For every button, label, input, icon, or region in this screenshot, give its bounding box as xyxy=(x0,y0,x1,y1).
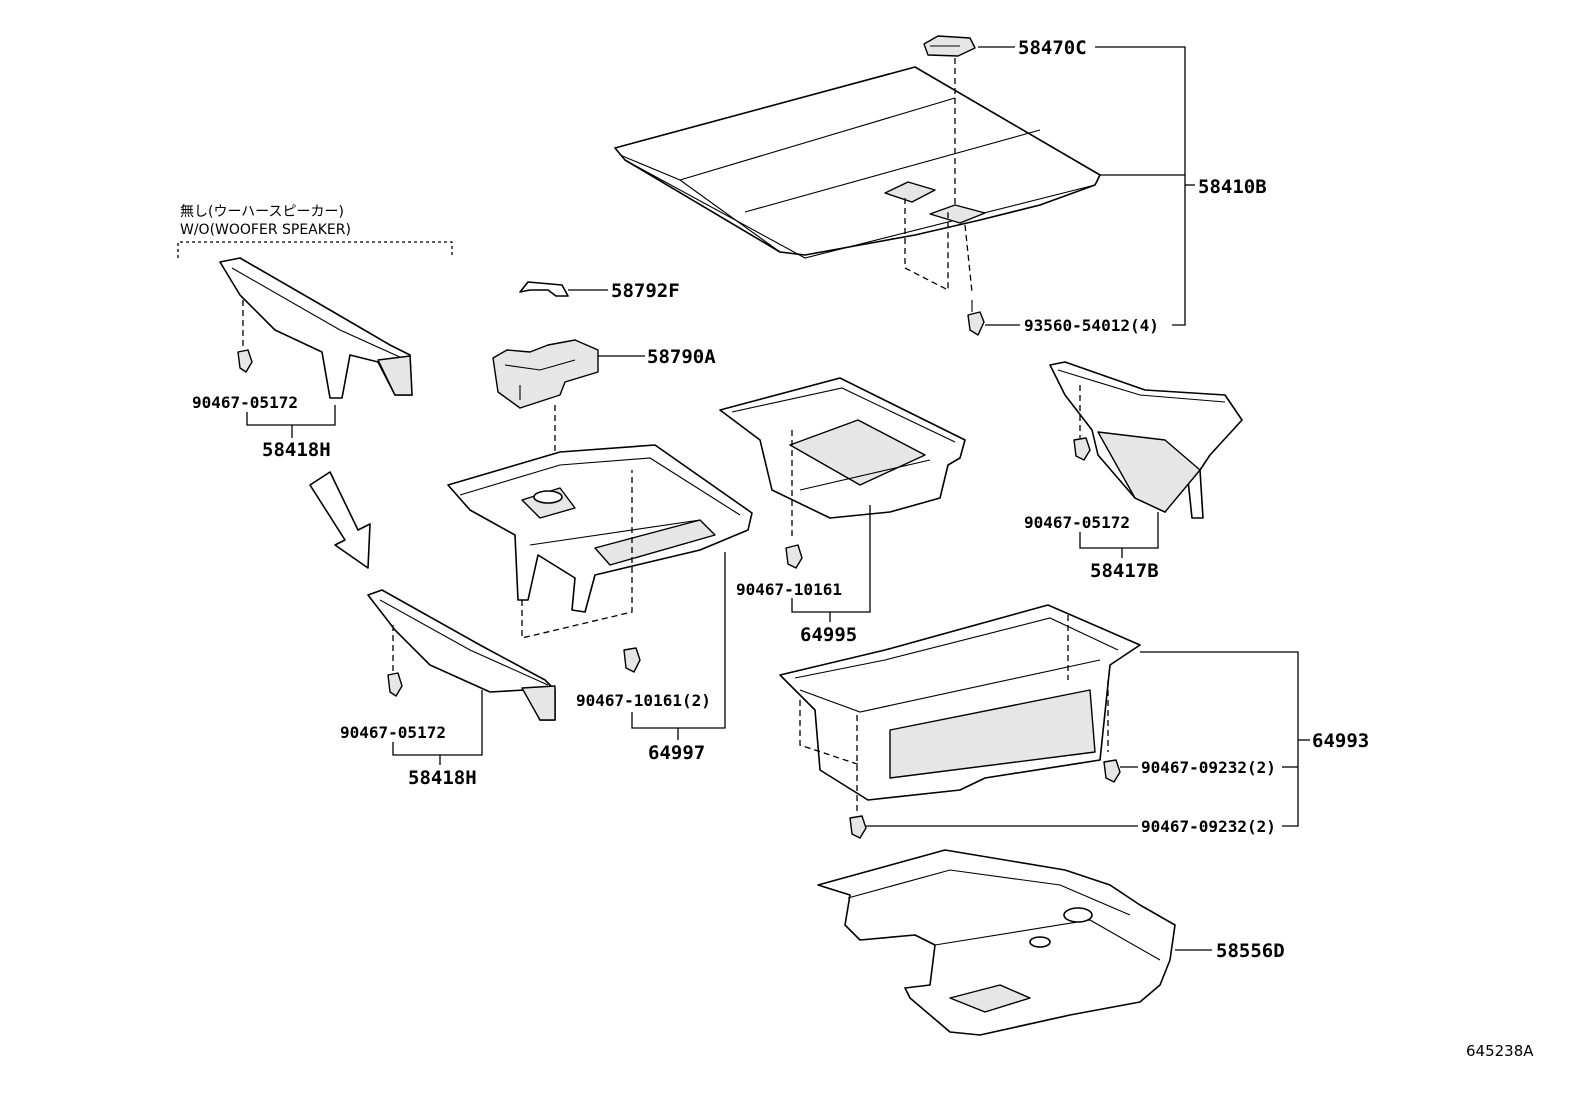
luggage-tray-64993 xyxy=(779,604,1141,801)
side-trim-lower xyxy=(367,589,556,721)
note-en: W/O(WOOFER SPEAKER) xyxy=(180,222,351,238)
label-93560-54012: 93560-54012(4) xyxy=(1024,316,1159,335)
label-58790A: 58790A xyxy=(647,346,716,368)
label-58417B: 58417B xyxy=(1090,560,1159,582)
grip-cap xyxy=(923,35,976,57)
label-58418H-lower: 58418H xyxy=(408,767,477,789)
deck-clip xyxy=(967,300,985,336)
luggage-tray-64997 xyxy=(447,444,753,613)
tray-clip-b xyxy=(1103,759,1121,783)
trim-clip-c xyxy=(1073,437,1091,461)
label-90467-05172-lower: 90467-05172 xyxy=(340,723,446,742)
trim-clip-b xyxy=(387,672,403,697)
label-90467-05172-upper: 90467-05172 xyxy=(192,393,298,412)
label-58792F: 58792F xyxy=(611,280,680,302)
label-64997: 64997 xyxy=(648,742,705,764)
label-58556D: 58556D xyxy=(1216,940,1285,962)
trim-clip-a xyxy=(237,349,253,373)
tray-clip-a xyxy=(623,647,641,673)
tray-holder xyxy=(492,339,599,409)
floor-board xyxy=(817,849,1176,1036)
label-90467-10161-2: 90467-10161(2) xyxy=(576,691,711,710)
label-58470C: 58470C xyxy=(1018,37,1087,59)
label-90467-10161: 90467-10161 xyxy=(736,580,842,599)
side-trim-upper xyxy=(219,257,413,399)
note-jp: 無し(ウーハースピーカー) xyxy=(180,204,344,220)
tray-clip-c xyxy=(849,815,867,839)
leader-lines xyxy=(177,46,1310,951)
illustration-ref: 645238A xyxy=(1466,1042,1534,1060)
label-58418H-upper: 58418H xyxy=(262,439,331,461)
label-58410B: 58410B xyxy=(1198,176,1267,198)
label-64995: 64995 xyxy=(800,624,857,646)
label-90467-09232-upper: 90467-09232(2) xyxy=(1141,758,1276,777)
label-90467-09232-lower: 90467-09232(2) xyxy=(1141,817,1276,836)
luggage-box-64995 xyxy=(719,377,966,519)
side-trim-right xyxy=(1049,361,1243,519)
small-bracket xyxy=(519,281,569,297)
box-clip xyxy=(785,544,803,569)
label-90467-05172-right: 90467-05172 xyxy=(1024,513,1130,532)
direction-arrow xyxy=(309,471,371,569)
deck-board xyxy=(614,66,1101,259)
label-64993: 64993 xyxy=(1312,730,1369,752)
